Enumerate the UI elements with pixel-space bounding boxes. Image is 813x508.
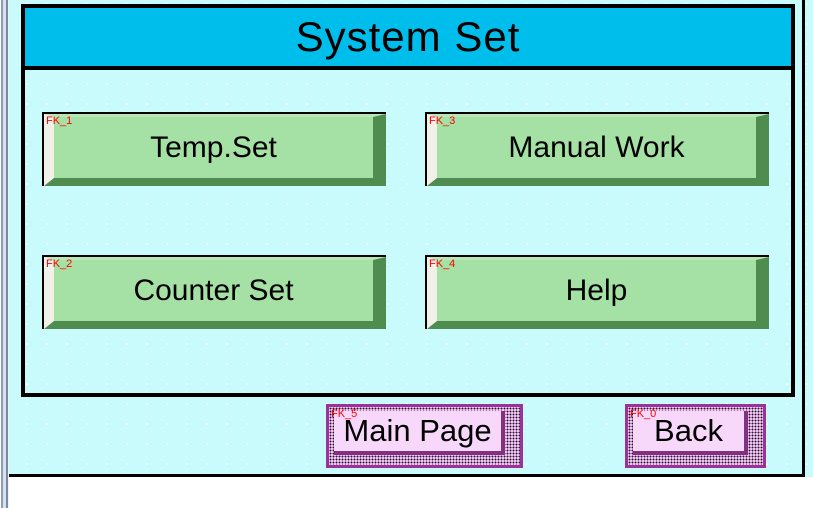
button-face: Temp.Set (44, 114, 386, 186)
button-label: Temp.Set (150, 130, 277, 164)
canvas-right-border (802, 0, 805, 477)
fk-button-counter-set[interactable]: FK_2 Counter Set (42, 255, 386, 329)
button-face: Manual Work (427, 114, 769, 186)
canvas-bottom-border (9, 474, 805, 477)
title-bar: System Set (25, 8, 791, 70)
page-title: System Set (295, 13, 521, 60)
button-label: Counter Set (133, 273, 294, 307)
nav-button-main-page[interactable]: FK_5 Main Page (326, 404, 523, 468)
button-face: Main Page (334, 411, 505, 455)
nav-button-back[interactable]: FK_0 Back (625, 404, 766, 468)
button-face: Help (427, 257, 769, 329)
fk-tag: FK_5 (331, 408, 358, 420)
fk-tag: FK_1 (46, 115, 73, 127)
fk-tag: FK_4 (429, 258, 456, 270)
fk-button-temp-set[interactable]: FK_1 Temp.Set (42, 112, 386, 186)
outside-canvas-area (9, 477, 813, 508)
fk-tag: FK_3 (429, 115, 456, 127)
fk-tag: FK_2 (46, 258, 73, 270)
fk-button-manual-work[interactable]: FK_3 Manual Work (425, 112, 769, 186)
button-label: Back (654, 413, 723, 448)
fk-tag: FK_0 (630, 408, 657, 420)
button-face: Back (633, 411, 748, 455)
button-face: Counter Set (44, 257, 386, 329)
button-label: Help (565, 273, 628, 307)
button-label: Manual Work (508, 130, 685, 164)
fk-button-help[interactable]: FK_4 Help (425, 255, 769, 329)
main-frame: System Set (21, 4, 795, 397)
button-label: Main Page (343, 413, 492, 448)
window-left-edge (0, 0, 9, 508)
screen-canvas (9, 0, 813, 477)
